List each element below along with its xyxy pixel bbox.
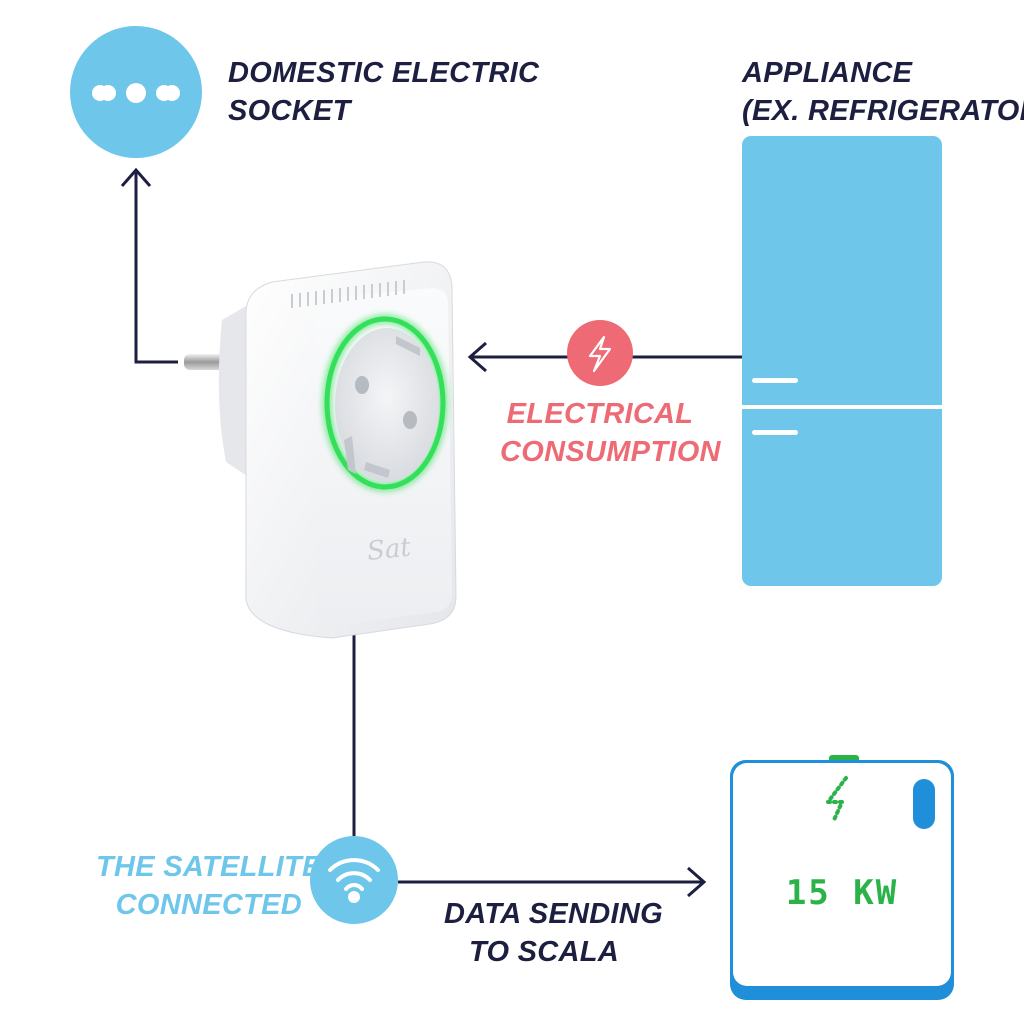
label-line: DOMESTIC ELECTRIC xyxy=(228,57,540,89)
label-line: (EX. REFRIGERATOR) xyxy=(742,95,1024,127)
label-line: TO SCALA xyxy=(468,936,620,968)
label-satellite-connected: THE SATELLITE CONNECTED xyxy=(96,848,322,924)
socket-icon xyxy=(70,26,202,158)
brand-mark: Sat xyxy=(366,532,413,566)
label-line: THE SATELLITE xyxy=(96,851,322,883)
led-ring xyxy=(324,316,446,490)
label-line: APPLIANCE xyxy=(742,57,913,89)
label-line: ELECTRICAL xyxy=(506,398,694,430)
socket-hole-right xyxy=(403,411,417,429)
label-line: SOCKET xyxy=(228,95,351,127)
label-appliance: APPLIANCE (EX. REFRIGERATOR) xyxy=(742,54,1024,130)
refrigerator xyxy=(742,136,942,586)
satellite-icon xyxy=(310,836,398,924)
arrow-from-appliance-head xyxy=(467,341,487,373)
socket-hole-left xyxy=(355,376,369,394)
arrow-to-display-head xyxy=(687,866,707,898)
plug-pin xyxy=(184,354,224,370)
socket-holes-icon xyxy=(92,83,180,103)
consumption-badge xyxy=(567,320,633,386)
arrow-to-socket xyxy=(134,172,178,364)
connector-lines xyxy=(120,167,742,898)
lightning-bolt-icon xyxy=(588,335,612,373)
wifi-icon xyxy=(328,858,380,891)
label-line: CONNECTED xyxy=(115,889,302,921)
label-data-sending: DATA SENDING TO SCALA xyxy=(444,895,663,971)
label-electrical-consumption: ELECTRICAL CONSUMPTION xyxy=(500,395,721,471)
smart-plug: Sat xyxy=(184,261,457,639)
label-line: DATA SENDING xyxy=(444,898,663,930)
plug-vents xyxy=(291,280,405,308)
socket-well xyxy=(335,328,439,482)
fridge-handle-bottom xyxy=(752,430,798,435)
lightning-bolt-icon xyxy=(824,776,848,822)
scala-display: 15 KW xyxy=(730,755,954,1000)
display-indicator xyxy=(913,779,935,829)
fridge-handle-top xyxy=(752,378,798,383)
label-domestic-socket: DOMESTIC ELECTRIC SOCKET xyxy=(228,54,539,130)
arrow-to-socket-head xyxy=(120,167,152,187)
display-reading: 15 KW xyxy=(786,873,898,913)
label-line: CONSUMPTION xyxy=(500,436,721,468)
